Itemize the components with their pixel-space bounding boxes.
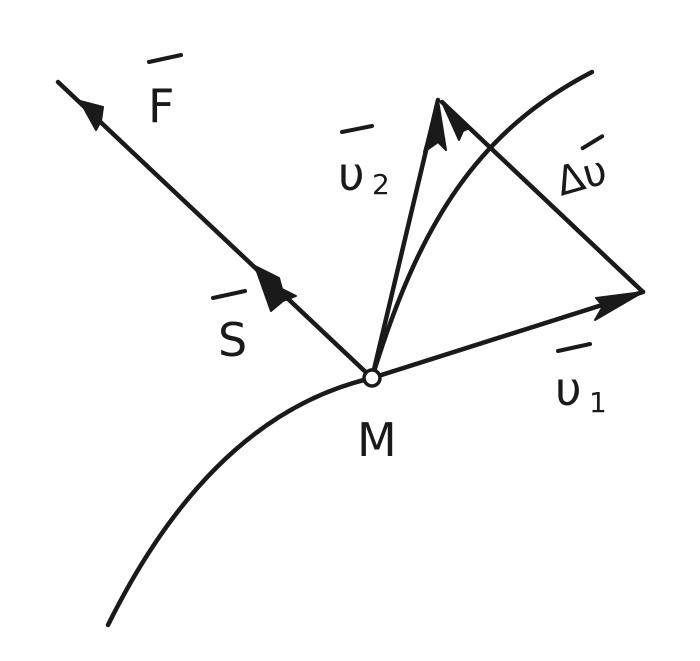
label-velocity-1: υ 1 xyxy=(555,342,607,419)
point-m-marker xyxy=(362,368,382,388)
velocity-1-arrowhead xyxy=(594,291,644,321)
label-force-text: F xyxy=(148,79,174,133)
label-velocity-2: υ 2 xyxy=(338,124,390,201)
label-velocity-2-sub: 2 xyxy=(372,168,390,201)
label-velocity-2-main: υ xyxy=(338,147,365,201)
velocity-1-line xyxy=(369,289,646,381)
force-arrowhead xyxy=(79,100,104,131)
velocity-2-arrowhead xyxy=(423,99,447,153)
label-force: F xyxy=(147,53,183,133)
label-velocity-1-sub: 1 xyxy=(589,386,607,419)
delta-v-line xyxy=(439,99,646,295)
label-displacement: S xyxy=(211,289,247,367)
delta-v-arrowhead xyxy=(441,101,471,141)
label-delta-v: Δυ xyxy=(551,134,612,206)
label-displacement-text: S xyxy=(218,313,247,367)
force-line xyxy=(55,79,375,381)
label-velocity-1-main: υ xyxy=(555,362,582,416)
label-point-m: M xyxy=(357,413,397,467)
displacement-arrowhead xyxy=(254,265,297,312)
label-delta-v-text: Δυ xyxy=(551,147,612,205)
